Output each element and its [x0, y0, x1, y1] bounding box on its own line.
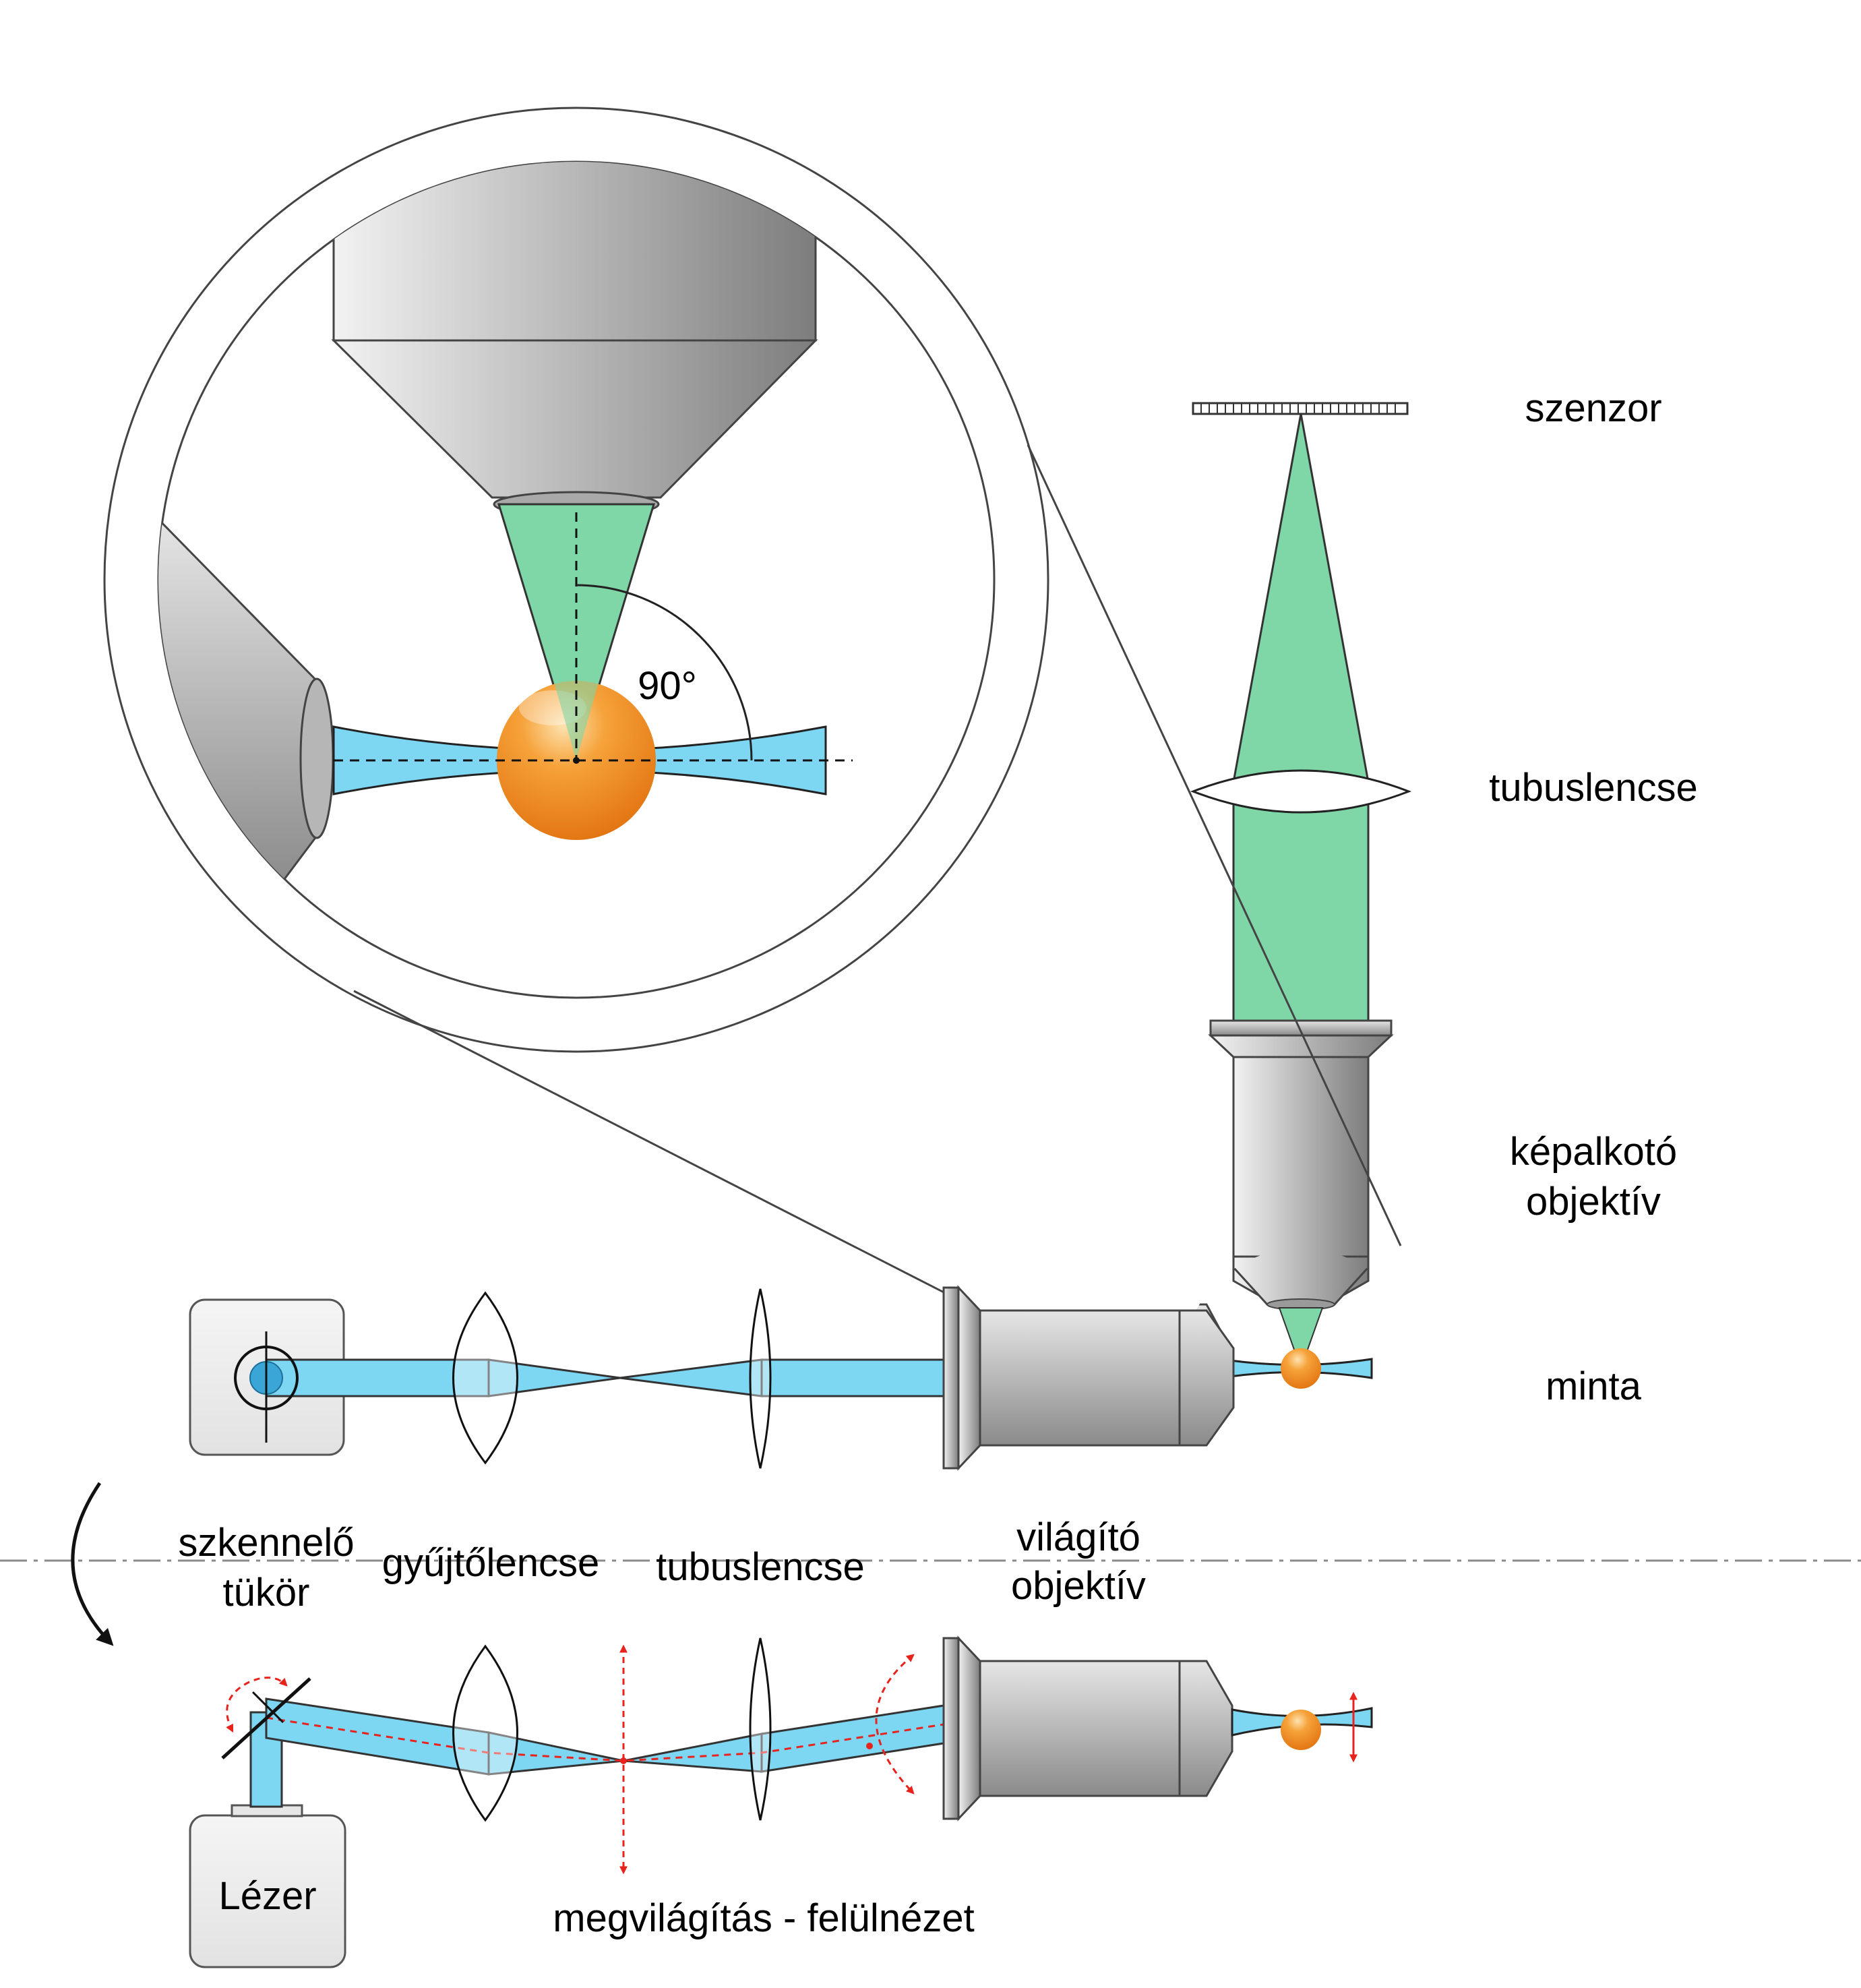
illumination-objective-top — [942, 1635, 1233, 1821]
illumination-objective-label-2: objektív — [1011, 1564, 1146, 1608]
right-angle-arc — [576, 584, 753, 761]
scan-mirror-label-1: szkennelő — [178, 1521, 354, 1565]
collector-lens-side — [452, 1291, 518, 1465]
imaging-objective-label-1: képalkotó — [1510, 1130, 1677, 1174]
tube-lens-detection-label: tubuslencse — [1489, 766, 1698, 810]
scan-mirror-label-2: tükör — [223, 1571, 310, 1615]
scan-indicators — [226, 1644, 1357, 1875]
sensor — [1192, 402, 1409, 415]
illumination-objective-label-1: világító — [1016, 1515, 1140, 1559]
sensor-label: szenzor — [1525, 386, 1661, 430]
emission-beam — [1232, 781, 1370, 1023]
illumination-top-view — [189, 1635, 1373, 1968]
sample-sphere — [1281, 1348, 1321, 1389]
rotate-view-arrow — [71, 1482, 114, 1646]
collector-lens-top — [452, 1644, 518, 1822]
illumination-objective-side — [942, 1285, 1235, 1471]
collector-lens-label: gyűjtőlencse — [382, 1541, 599, 1585]
zoom-inset: 90° — [103, 107, 1049, 1053]
imaging-objective-label-2: objektív — [1526, 1180, 1661, 1224]
tube-lens-illumination-label: tubuslencse — [656, 1545, 865, 1589]
tube-lens-side — [749, 1288, 772, 1469]
labels: szenzor tubuslencse képalkotó objektív m… — [178, 386, 1697, 1940]
angle-label: 90° — [638, 664, 697, 708]
tube-lens-top — [749, 1637, 772, 1821]
emission-cone — [1232, 413, 1370, 783]
sample-sphere-top — [1281, 1710, 1321, 1750]
top-view-caption: megvilágítás - felülnézet — [553, 1896, 974, 1940]
laser-label: Lézer — [218, 1874, 316, 1918]
zoom-connector-top — [1027, 444, 1402, 1246]
detection-path — [1190, 402, 1412, 1309]
sample-label: minta — [1546, 1364, 1642, 1408]
detection-tube-lens — [1190, 769, 1412, 814]
illumination-side-view — [189, 1285, 1235, 1471]
